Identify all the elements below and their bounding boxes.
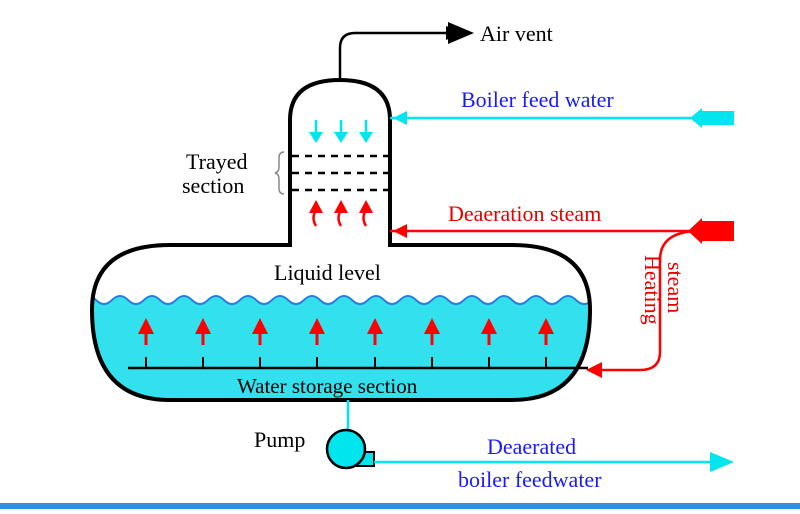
deaerated-label-line1: Deaerated bbox=[487, 434, 576, 459]
deaeration-steam-entry-arrow bbox=[393, 224, 407, 238]
steam-inlet-arrow bbox=[688, 218, 734, 244]
trayed-section-brace bbox=[274, 151, 285, 195]
boiler-feed-water-label: Boiler feed water bbox=[461, 87, 614, 112]
air-vent-arrowhead bbox=[448, 22, 474, 44]
riser-arrow-head bbox=[138, 318, 154, 334]
riser-arrow-head bbox=[424, 318, 440, 334]
steam-rise-head bbox=[309, 200, 323, 213]
feed-water-entry-arrow bbox=[393, 111, 407, 125]
steam-riser-group bbox=[138, 318, 554, 368]
trayed-label-line2: section bbox=[182, 173, 244, 198]
riser-arrow-head bbox=[481, 318, 497, 334]
liquid-level-label: Liquid level bbox=[274, 260, 381, 285]
deaerated-outlet-arrow bbox=[710, 452, 734, 472]
deaeration-steam-label: Deaeration steam bbox=[448, 201, 601, 226]
steam-rise-head bbox=[334, 200, 348, 213]
tray-set bbox=[292, 154, 388, 192]
spray-arrow-head bbox=[309, 132, 323, 143]
riser-arrow-head bbox=[195, 318, 211, 334]
heating-steam-label-line2: steam bbox=[663, 262, 688, 313]
water-body bbox=[92, 295, 590, 400]
bottom-accent-bar bbox=[0, 503, 800, 509]
pump-icon bbox=[325, 428, 375, 470]
spray-arrow-head bbox=[359, 132, 373, 143]
heating-steam-line bbox=[600, 229, 701, 372]
water-storage-label: Water storage section bbox=[237, 374, 418, 398]
steam-rise-head bbox=[359, 200, 373, 213]
trayed-label-line1: Trayed bbox=[186, 149, 248, 174]
spray-arrow-head bbox=[334, 132, 348, 143]
heating-steam-label-line1: Heating bbox=[640, 255, 665, 325]
air-vent-pipe bbox=[338, 31, 452, 80]
feed-water-inlet-arrow bbox=[690, 108, 734, 128]
deaerator-vessel bbox=[89, 77, 593, 402]
riser-arrow-head bbox=[309, 318, 325, 334]
heating-steam-entry-arrow bbox=[586, 362, 602, 378]
riser-arrow-head bbox=[367, 318, 383, 334]
riser-arrow-head bbox=[252, 318, 268, 334]
air-vent-label: Air vent bbox=[480, 21, 553, 46]
deaerated-label-line2: boiler feedwater bbox=[458, 467, 602, 492]
liquid-surface bbox=[92, 295, 590, 305]
pump-label: Pump bbox=[254, 427, 305, 452]
riser-arrow-head bbox=[538, 318, 554, 334]
